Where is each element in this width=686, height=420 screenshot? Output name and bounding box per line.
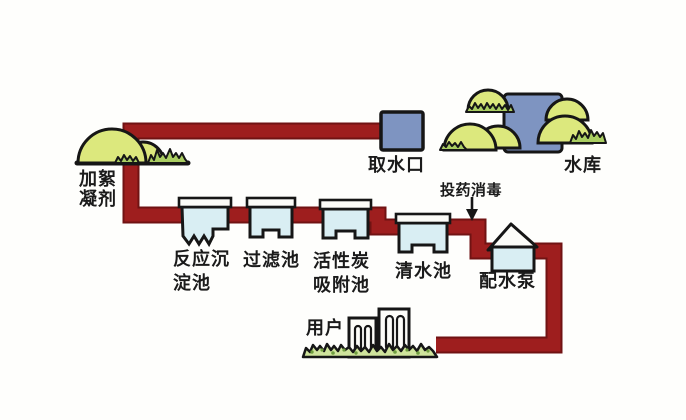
intake-label: 取水口 [368,155,425,176]
reservoir-label: 水库 [564,155,602,176]
sedimentation-tank-icon [177,196,233,248]
clear-water-tank-label: 清水池 [395,261,452,282]
reservoir-icon [439,88,607,154]
filtration-tank-icon [245,196,297,239]
bushes-icon [301,342,439,359]
filtration-tank-label: 过滤池 [243,250,300,271]
pump-icon [486,222,539,273]
carbon-tank-label: 活性炭 吸附池 [313,251,370,296]
sedimentation-tank-label: 反应沉 淀池 [173,249,230,294]
flocculant-label: 加絮 凝剂 [79,169,117,210]
dosing-label: 投药消毒 [440,181,503,199]
users-label: 用户 [306,318,344,339]
carbon-tank-icon [318,198,373,240]
clear-water-tank-icon [394,212,452,254]
flocculant-hills-icon [74,127,191,166]
pump-label: 配水泵 [479,271,536,292]
dosing-arrow-icon [466,197,478,221]
intake-icon [379,110,425,152]
bush-speckles [310,348,430,355]
users-buildings-icon [301,307,439,359]
